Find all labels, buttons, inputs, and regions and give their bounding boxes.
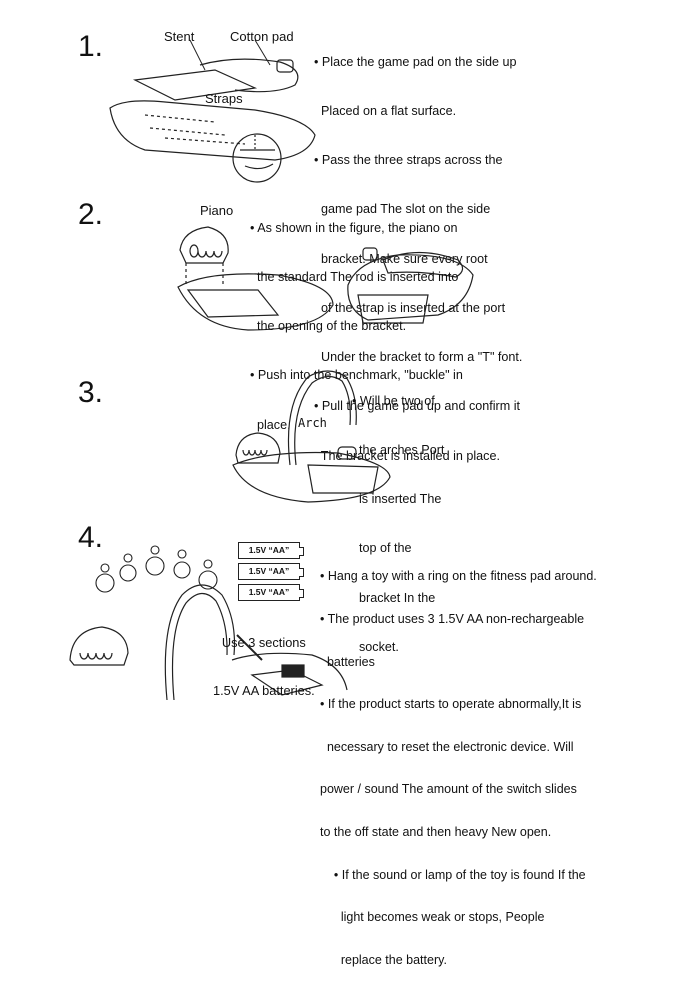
step-4-line: necessary to reset the electronic device… — [320, 739, 574, 754]
step-2-line: the standard The rod is inserted into — [250, 270, 459, 285]
step-1-instructions: • Place the game pad on the side up Plac… — [314, 21, 522, 480]
step-2-number: 2. — [78, 198, 104, 231]
step-2-instructions: • As shown in the figure, the piano on t… — [250, 187, 463, 450]
battery-caption: Use 3 sections 1.5V AA batteries. — [213, 603, 315, 715]
battery-caption-line: 1.5V AA batteries. — [213, 683, 315, 698]
step-4-toys-illustration — [95, 545, 218, 593]
step-3-line: bracket In the — [352, 590, 436, 605]
step-4-number: 4. — [78, 521, 104, 554]
step-4-line: • The product uses 3 1.5V AA non-recharg… — [320, 612, 585, 627]
step-2-line: place. — [250, 417, 291, 432]
step-4-line: light becomes weak or stops, People — [320, 910, 545, 925]
step-1-illustration — [109, 39, 316, 183]
step-3-line: the arches Port — [352, 443, 445, 458]
step-1-line: Under the bracket to form a "T" font. — [314, 350, 523, 365]
step-1-number: 1. — [78, 30, 104, 63]
step-1-line: The bracket is installed in place. — [314, 448, 500, 463]
step-3-line: socket. — [352, 639, 399, 654]
step-2-line: the opening of the bracket. — [250, 319, 407, 334]
stent-label: Stent — [164, 29, 195, 44]
step-1-line: • Place the game pad on the side up — [314, 54, 517, 69]
step-1-line: game pad The slot on the side — [314, 202, 491, 217]
step-4-line: • If the sound or lamp of the toy is fou… — [320, 867, 586, 882]
step-1-line: • Pull the game pad up and confirm it — [314, 399, 521, 414]
step-3-line: • Will be two of — [352, 393, 435, 408]
step-4-line: replace the battery. — [320, 952, 447, 967]
step-3-instructions: • Will be two of the arches Port is inse… — [352, 360, 444, 672]
step-4-line: to the off state and then heavy New open… — [320, 825, 552, 840]
step-4-line: • Hang a toy with a ring on the fitness … — [320, 569, 597, 584]
cotton-pad-label: Cotton pad — [230, 29, 294, 44]
battery-caption-line: Use 3 sections — [221, 635, 306, 650]
step-4-line: batteries — [320, 654, 375, 669]
step-2-illustration — [177, 226, 474, 331]
step-3-line: top of the — [352, 541, 412, 556]
step-1-line: Placed on a flat surface. — [314, 104, 457, 119]
step-2-line: • As shown in the figure, the piano on — [250, 220, 458, 235]
step-4-gym-illustration — [69, 584, 348, 701]
step-4-line: power / sound The amount of the switch s… — [320, 782, 577, 797]
battery: 1.5V “AA” — [238, 542, 304, 559]
step-4-instructions: • Hang a toy with a ring on the fitness … — [320, 541, 597, 981]
step-4-line: • If the product starts to operate abnor… — [320, 697, 582, 712]
step-2-line: • Push into the benchmark, "buckle" in — [250, 368, 463, 383]
step-3-number: 3. — [78, 376, 104, 409]
battery: 1.5V “AA” — [238, 563, 304, 580]
straps-label: Straps — [205, 91, 243, 106]
step-1-line: • Pass the three straps across the — [314, 153, 503, 168]
piano-label: Piano — [200, 203, 234, 218]
step-3-illustration — [232, 370, 391, 503]
arch-label: Arch — [298, 416, 327, 430]
battery: 1.5V “AA” — [238, 584, 304, 601]
step-3-line: is inserted The — [352, 492, 442, 507]
